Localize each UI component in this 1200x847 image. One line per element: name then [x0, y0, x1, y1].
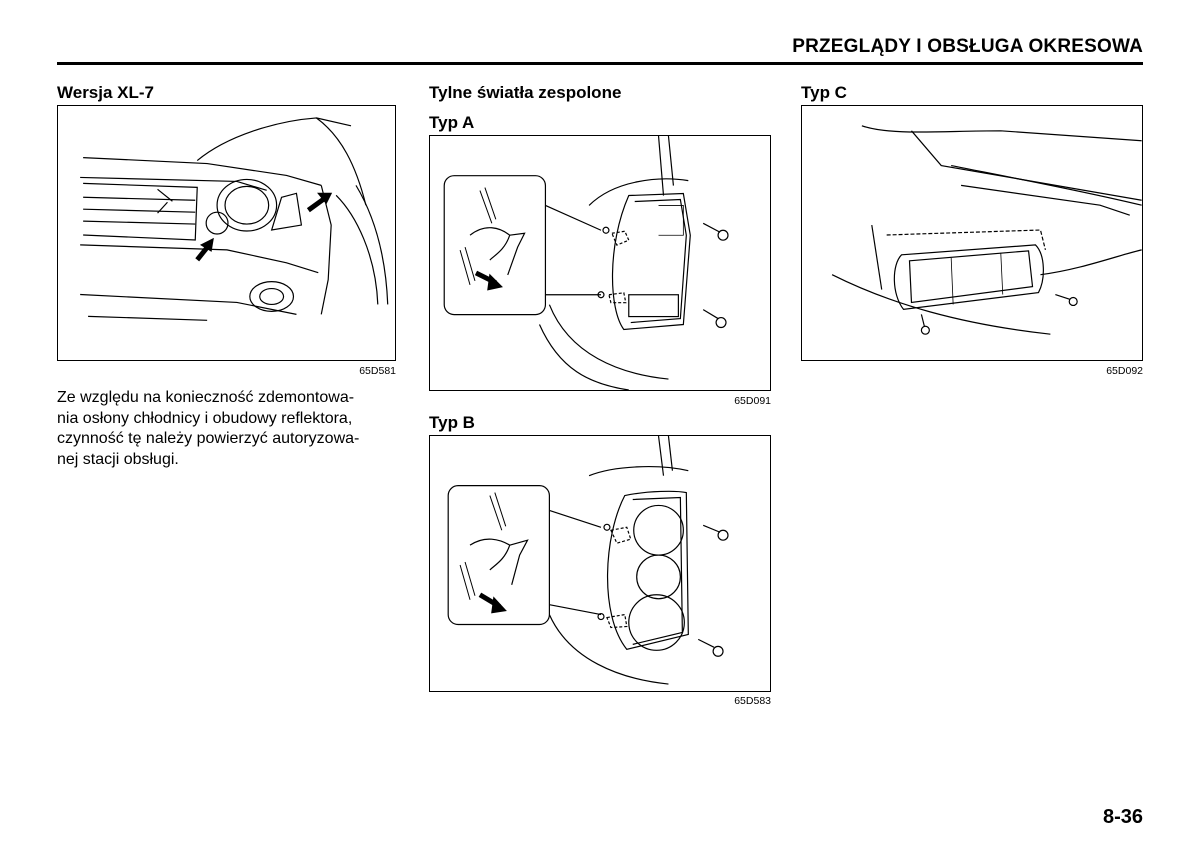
figure-type-a	[429, 135, 771, 391]
figure-xl7-front	[57, 105, 396, 361]
heading-rear-lights: Tylne światła zespolone	[429, 83, 622, 102]
figure-type-b	[429, 435, 771, 692]
body-text-xl7: Ze względu na konieczność zdemontowa- ni…	[57, 389, 360, 468]
figure-type-c	[801, 105, 1143, 361]
heading-type-c: Typ C	[801, 83, 847, 102]
heading-type-b: Typ B	[429, 413, 475, 432]
figure-code-xl7: 65D581	[359, 365, 396, 377]
heading-xl7: Wersja XL-7	[57, 83, 155, 102]
heading-type-a: Typ A	[429, 113, 475, 132]
header-title: PRZEGLĄDY I OBSŁUGA OKRESOWA	[792, 36, 1143, 57]
figure-code-type-c: 65D092	[1106, 365, 1143, 377]
header-rule	[57, 62, 1143, 65]
figure-code-type-a: 65D091	[734, 395, 771, 407]
page-number: 8-36	[1102, 806, 1143, 828]
figure-code-type-b: 65D583	[734, 695, 771, 707]
